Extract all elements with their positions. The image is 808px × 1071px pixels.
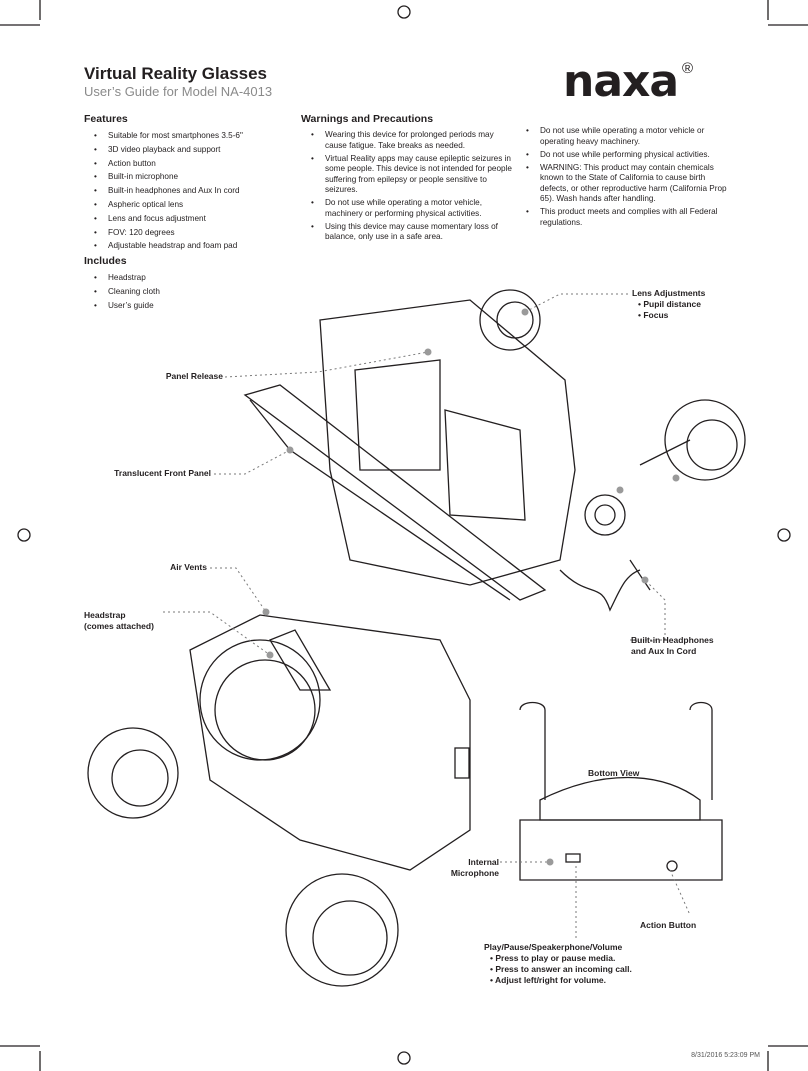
list-item: User’s guide xyxy=(84,301,284,312)
list-item: FOV: 120 degrees xyxy=(84,228,284,239)
features-heading: Features xyxy=(84,113,128,125)
list-item: Built-in microphone xyxy=(84,172,284,183)
callout-subitem: • Focus xyxy=(638,310,669,320)
lens-adjustments-callout: Lens Adjustments • Pupil distance • Focu… xyxy=(632,288,705,321)
callout-subitem: • Pupil distance xyxy=(638,299,701,309)
callout-subitem: • Press to play or pause media. xyxy=(490,953,616,963)
list-item: Using this device may cause momentary lo… xyxy=(301,222,513,243)
list-item: Do not use while operating a motor vehic… xyxy=(301,198,513,219)
list-item: Wearing this device for prolonged period… xyxy=(301,130,513,151)
list-item: Virtual Reality apps may cause epileptic… xyxy=(301,154,513,196)
headphones-callout: Built-in Headphones and Aux In Cord xyxy=(631,635,714,657)
callout-label: Internal xyxy=(468,857,499,867)
warnings-section: Warnings and Precautions Wearing this de… xyxy=(301,113,513,245)
registration-mark-bottom xyxy=(397,1051,411,1065)
callout-label: Microphone xyxy=(450,868,499,878)
list-item: This product meets and complies with all… xyxy=(516,207,728,228)
features-list: Suitable for most smartphones 3.5-6" 3D … xyxy=(84,131,284,252)
doc-title: Virtual Reality Glasses xyxy=(84,64,268,83)
registration-mark-top xyxy=(397,5,411,19)
warnings-heading: Warnings and Precautions xyxy=(301,113,434,125)
list-item: WARNING: This product may contain chemic… xyxy=(516,163,728,205)
headset-bottom-view-illustration xyxy=(519,701,723,881)
list-item: Cleaning cloth xyxy=(84,287,284,298)
callout-label: Play/Pause/Speakerphone/Volume xyxy=(484,942,623,952)
print-timestamp: 8/31/2016 5:23:09 PM xyxy=(691,1052,760,1059)
callout-label: Headstrap xyxy=(84,610,126,620)
list-item: Do not use while performing physical act… xyxy=(516,150,728,161)
registration-mark-left xyxy=(17,528,31,542)
includes-list: Headstrap Cleaning cloth User’s guide xyxy=(84,273,284,311)
bottom-view-label: Bottom View xyxy=(588,768,640,778)
naxa-logo: naxa xyxy=(563,56,679,107)
includes-heading: Includes xyxy=(84,255,127,268)
list-item: Do not use while operating a motor vehic… xyxy=(516,126,728,147)
list-item: Adjustable headstrap and foam pad xyxy=(84,241,284,252)
list-item: Aspheric optical lens xyxy=(84,200,284,211)
features-section: Features Suitable for most smartphones 3… xyxy=(84,113,284,315)
callout-label: (comes attached) xyxy=(84,621,154,631)
list-item: Built-in headphones and Aux In cord xyxy=(84,186,284,197)
panel-release-callout: Panel Release xyxy=(165,371,223,381)
callout-label: Built-in Headphones xyxy=(631,635,714,645)
warnings-section-continued: Do not use while operating a motor vehic… xyxy=(516,126,728,231)
microphone-callout: Internal Microphone xyxy=(400,857,499,879)
headset-back-illustration xyxy=(87,614,471,987)
callout-subitem: • Adjust left/right for volume. xyxy=(490,975,606,985)
headstrap-callout: Headstrap (comes attached) xyxy=(84,610,154,632)
doc-subtitle: User’s Guide for Model NA-4013 xyxy=(84,84,273,99)
callout-label: Lens Adjustments xyxy=(632,288,706,298)
front-panel-callout: Translucent Front Panel xyxy=(114,468,211,478)
headset-front-illustration xyxy=(243,289,746,612)
list-item: Suitable for most smartphones 3.5-6" xyxy=(84,131,284,142)
play-pause-callout: Play/Pause/Speakerphone/Volume • Press t… xyxy=(484,942,632,986)
registered-mark: ® xyxy=(682,60,694,77)
list-item: 3D video playback and support xyxy=(84,145,284,156)
registration-mark-right xyxy=(777,528,791,542)
warnings-list-2: Do not use while operating a motor vehic… xyxy=(516,126,728,228)
callout-label: and Aux In Cord xyxy=(631,646,697,656)
list-item: Lens and focus adjustment xyxy=(84,214,284,225)
list-item: Action button xyxy=(84,159,284,170)
air-vents-callout: Air Vents xyxy=(170,562,207,572)
action-button-callout: Action Button xyxy=(640,920,697,930)
list-item: Headstrap xyxy=(84,273,284,284)
warnings-list: Wearing this device for prolonged period… xyxy=(301,130,513,243)
callout-subitem: • Press to answer an incoming call. xyxy=(490,964,632,974)
